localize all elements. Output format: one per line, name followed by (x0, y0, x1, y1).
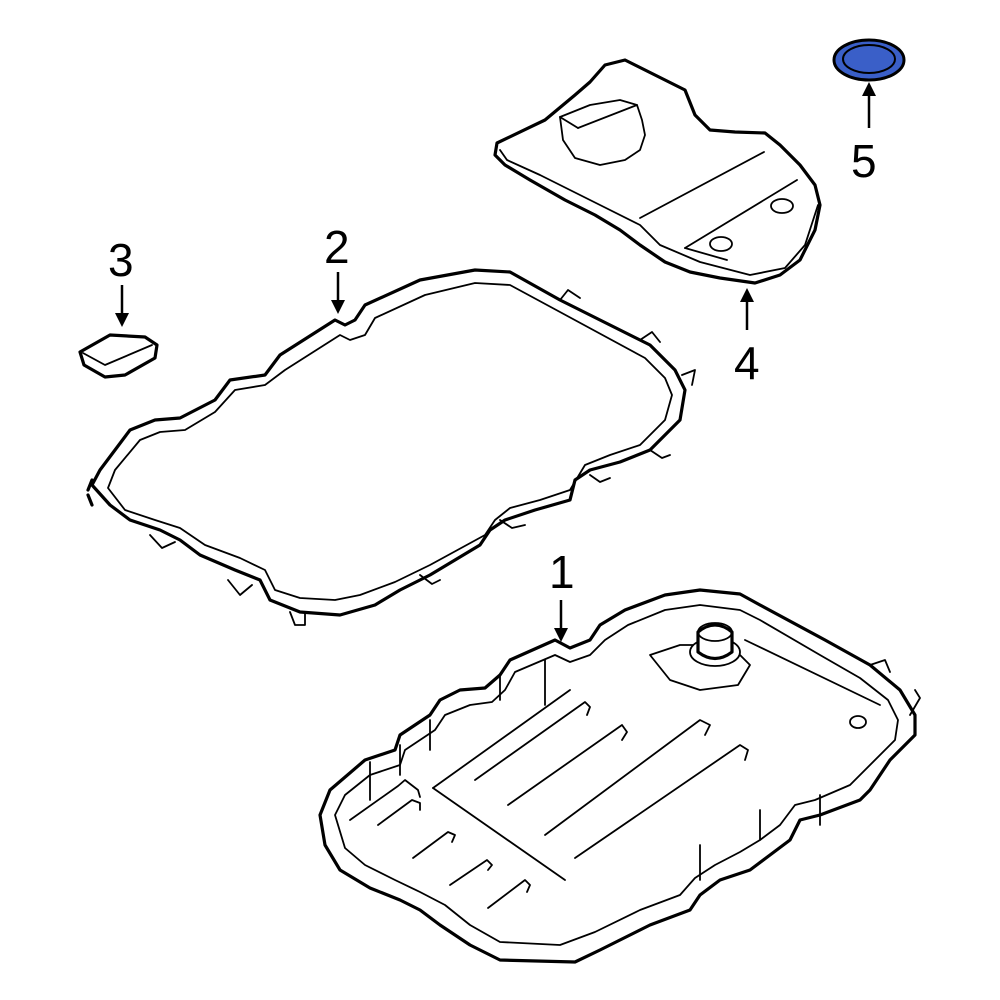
part-4-filter[interactable] (493, 58, 822, 285)
part-3-pad[interactable] (78, 333, 159, 379)
part-2-gasket[interactable] (86, 268, 696, 626)
part-5-plug[interactable] (832, 38, 906, 82)
callout-4: 4 (734, 337, 760, 389)
arrow-3 (115, 285, 129, 327)
arrow-5 (862, 82, 876, 128)
arrow-1 (554, 600, 568, 642)
part-1-oil-pan[interactable] (318, 588, 921, 964)
callout-5: 5 (851, 135, 877, 187)
arrow-2 (331, 272, 345, 314)
callout-2: 2 (324, 221, 350, 273)
callout-1: 1 (549, 546, 575, 598)
arrow-4 (740, 288, 754, 330)
callout-3: 3 (108, 234, 134, 286)
